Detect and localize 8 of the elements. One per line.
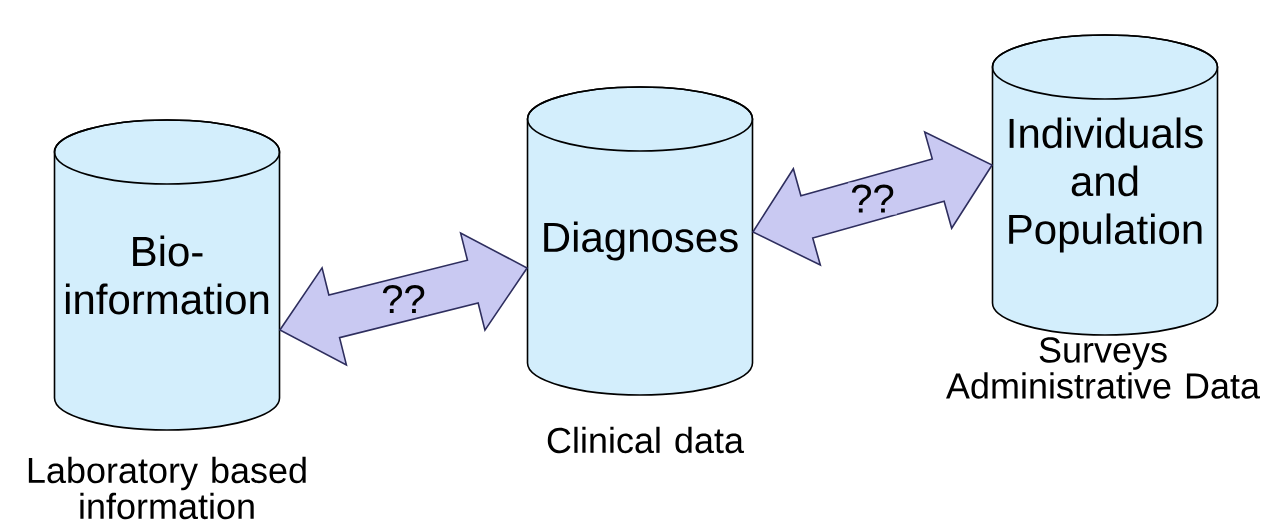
database-cylinder: Bio- information [53,119,281,431]
caption-text: Surveys Administrative Data [946,337,1260,399]
edge-label: ?? [379,283,428,315]
edge-label: ?? [848,182,897,215]
database-cylinder: Individuals and Population [991,34,1219,336]
caption-text: Laboratory based information [28,456,306,520]
database-cylinder: Diagnoses [526,86,754,396]
caption-text: Clinical data [547,426,744,454]
